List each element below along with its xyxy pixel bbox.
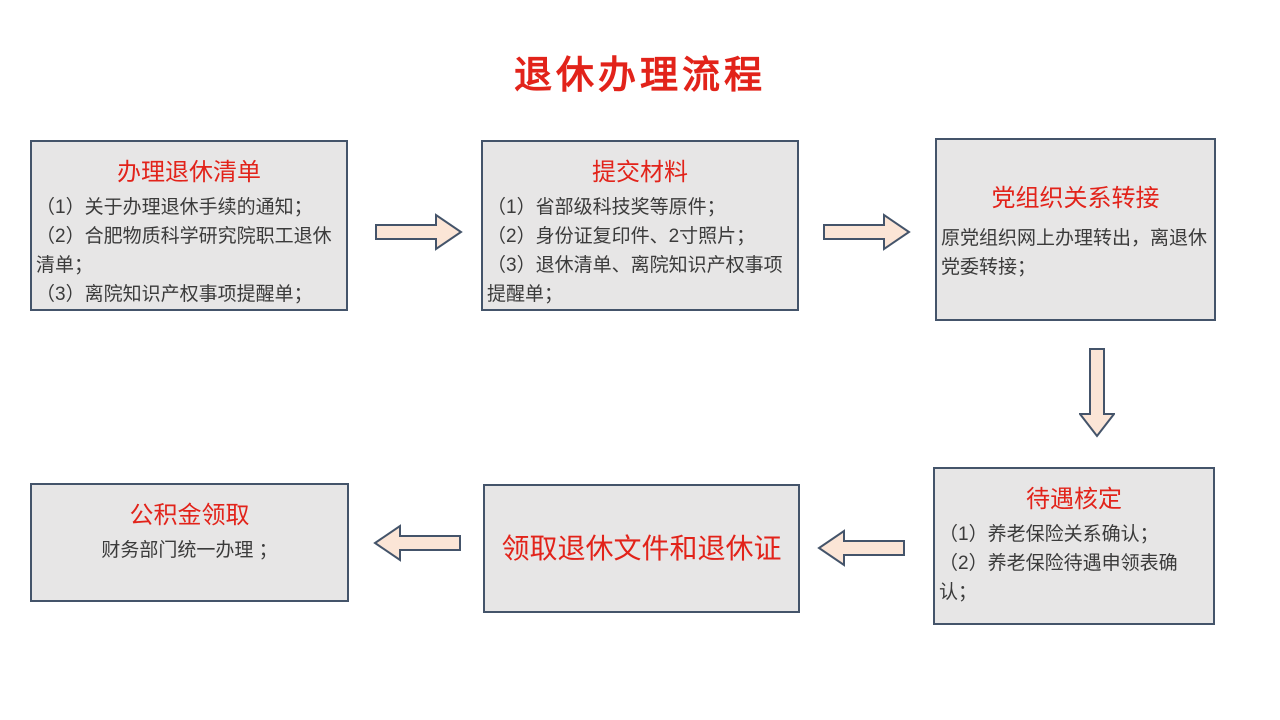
flow-box-retire-checklist-title: 办理退休清单 bbox=[117, 159, 261, 186]
flow-box-party-relation-transfer-title: 党组织关系转接 bbox=[991, 185, 1160, 212]
flow-box-submit-materials-body: （1）省部级科技奖等原件； （2）身份证复印件、2寸照片； （3）退休清单、离院… bbox=[483, 193, 797, 309]
flow-box-party-relation-transfer-body: 原党组织网上办理转出，离退休党委转接； bbox=[937, 224, 1214, 282]
flow-box-benefit-verification-line: （1）养老保险关系确认； bbox=[939, 524, 1159, 545]
flow-box-retire-checklist-line: （3）离院知识产权事项提醒单； bbox=[36, 284, 313, 305]
flow-box-housing-fund-withdrawal-body: 财务部门统一办理 ； bbox=[32, 536, 347, 565]
flow-box-benefit-verification-title: 待遇核定 bbox=[1026, 486, 1122, 513]
flow-box-receive-retirement-documents-title: 领取退休文件和退休证 bbox=[501, 532, 782, 564]
flow-box-submit-materials-line: （1）省部级科技奖等原件； bbox=[487, 197, 726, 218]
flow-box-party-relation-transfer-line: 原党组织网上办理转出，离退休党委转接； bbox=[941, 228, 1208, 278]
flow-box-housing-fund-withdrawal-line: 财务部门统一办理 ； bbox=[101, 540, 278, 561]
flow-box-housing-fund-withdrawal: 公积金领取 财务部门统一办理 ； bbox=[30, 483, 349, 602]
arrow-left-step5-to-step6-icon bbox=[373, 524, 461, 562]
flow-box-benefit-verification-line: （2）养老保险待遇申领表确认； bbox=[939, 553, 1178, 603]
flow-box-submit-materials: 提交材料 （1）省部级科技奖等原件； （2）身份证复印件、2寸照片； （3）退休… bbox=[481, 140, 799, 311]
flow-box-retire-checklist-line: （2）合肥物质科学研究院职工退休清单； bbox=[36, 226, 332, 276]
flow-box-benefit-verification-body: （1）养老保险关系确认； （2）养老保险待遇申领表确认； bbox=[935, 520, 1213, 607]
flow-box-party-relation-transfer: 党组织关系转接 原党组织网上办理转出，离退休党委转接； bbox=[935, 138, 1216, 321]
arrow-right-step1-to-step2-icon bbox=[375, 213, 463, 251]
arrow-down-step3-to-step4-icon bbox=[1079, 348, 1115, 438]
flow-box-receive-retirement-documents: 领取退休文件和退休证 bbox=[483, 484, 800, 613]
arrow-left-step4-to-step5-icon bbox=[817, 529, 905, 567]
flow-box-benefit-verification: 待遇核定 （1）养老保险关系确认； （2）养老保险待遇申领表确认； bbox=[933, 467, 1215, 625]
flow-box-housing-fund-withdrawal-title: 公积金领取 bbox=[129, 502, 250, 529]
flow-box-retire-checklist: 办理退休清单 （1）关于办理退休手续的通知； （2）合肥物质科学研究院职工退休清… bbox=[30, 140, 348, 311]
flow-box-retire-checklist-line: （1）关于办理退休手续的通知； bbox=[36, 197, 313, 218]
arrow-right-step2-to-step3-icon bbox=[823, 213, 911, 251]
flow-box-submit-materials-line: （2）身份证复印件、2寸照片； bbox=[487, 226, 756, 247]
flow-box-submit-materials-title: 提交材料 bbox=[592, 159, 688, 186]
flow-box-submit-materials-line: （3）退休清单、离院知识产权事项提醒单； bbox=[487, 255, 783, 305]
flow-box-retire-checklist-body: （1）关于办理退休手续的通知； （2）合肥物质科学研究院职工退休清单； （3）离… bbox=[32, 193, 346, 309]
page-title: 退休办理流程 bbox=[513, 52, 766, 97]
